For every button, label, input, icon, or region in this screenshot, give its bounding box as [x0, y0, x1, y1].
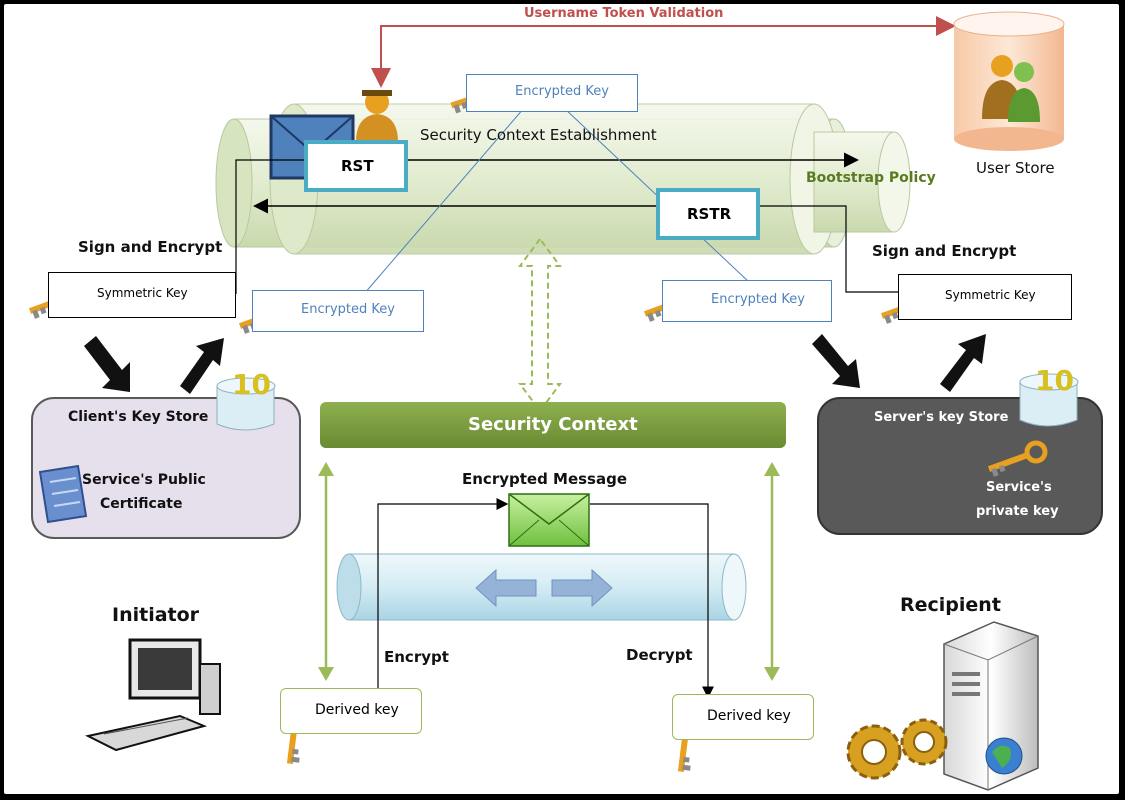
diagram-canvas: 10 10: [4, 4, 1119, 794]
client-key-store-label: Client's Key Store: [68, 409, 209, 425]
server-keyring-jar-icon: 10: [1019, 364, 1079, 427]
sign-encrypt-right-label: Sign and Encrypt: [872, 242, 1017, 260]
message-channel-tube: [336, 553, 747, 621]
derived-key-right-label: Derived key: [707, 708, 791, 724]
left-green-double-arrow: [318, 462, 334, 681]
enc-key-link-left: [363, 107, 525, 295]
rst-box: RST: [304, 140, 408, 192]
client-keyring-jar-icon: 10: [216, 368, 276, 431]
certificate-icon: [38, 464, 88, 524]
derived-key-left-label: Derived key: [315, 702, 399, 718]
username-token-validation-label: Username Token Validation: [524, 6, 724, 21]
right-down-arrow: [812, 334, 860, 388]
service-private-key-line2: private key: [976, 504, 1059, 519]
gear-icon: [846, 718, 948, 780]
rstr-box: RSTR: [656, 188, 760, 240]
encrypt-label: Encrypt: [384, 648, 449, 666]
client-key-store-box: [31, 397, 301, 539]
service-public-certificate-line2: Certificate: [100, 496, 183, 512]
derived-key-box-right: Derived key: [672, 694, 814, 740]
svg-text:10: 10: [1035, 364, 1074, 397]
encrypted-key-box-top: Encrypted Key: [466, 74, 638, 112]
recipient-server-icon: [943, 621, 1039, 791]
left-up-arrow: [180, 338, 224, 394]
server-key-store-label: Server's key Store: [874, 410, 1009, 425]
encrypted-key-label: Encrypted Key: [515, 84, 609, 99]
service-private-key-line1: Service's: [986, 480, 1052, 495]
security-context-bar: [320, 402, 786, 448]
symmetric-key-box-right: Symmetric Key: [898, 274, 1072, 320]
initiator-computer-icon: [85, 638, 221, 752]
left-down-arrow: [84, 336, 130, 392]
encrypted-key-left-label: Encrypted Key: [301, 302, 395, 317]
sign-encrypt-left-label: Sign and Encrypt: [78, 238, 223, 256]
user-store-label: User Store: [976, 159, 1055, 177]
security-context-label: Security Context: [468, 414, 638, 435]
encrypted-message-envelope-icon: [508, 493, 590, 547]
left-sym-connector: [235, 159, 304, 294]
diagram-graphics: 10 10: [4, 11, 1103, 791]
right-up-arrow: [940, 334, 986, 392]
symmetric-key-box-left: Symmetric Key: [48, 272, 236, 318]
right-sym-connector: [756, 205, 899, 293]
right-green-double-arrow: [764, 462, 780, 681]
decrypt-line: [590, 503, 714, 699]
initiator-label: Initiator: [112, 604, 200, 626]
encrypted-message-label: Encrypted Message: [462, 470, 628, 488]
recipient-label: Recipient: [900, 594, 1001, 616]
decrypt-label: Decrypt: [626, 646, 693, 664]
encrypted-key-right-label: Encrypted Key: [711, 292, 805, 307]
context-dashed-arrow: [518, 237, 562, 413]
svg-text:10: 10: [232, 368, 271, 401]
symmetric-key-right-label: Symmetric Key: [945, 288, 1036, 302]
derived-key-box-left: Derived key: [280, 688, 422, 734]
bootstrap-policy-label: Bootstrap Policy: [806, 170, 936, 186]
symmetric-key-left-label: Symmetric Key: [97, 286, 188, 300]
service-public-certificate-line1: Service's Public: [82, 472, 206, 488]
rst-label: RST: [341, 157, 374, 175]
rstr-label: RSTR: [687, 205, 732, 223]
encrypted-key-box-left: Encrypted Key: [252, 290, 424, 332]
encrypted-key-box-right: Encrypted Key: [662, 280, 832, 322]
server-key-store-box: [817, 397, 1103, 535]
encrypt-line: [377, 498, 509, 694]
user-person-icon: [356, 90, 398, 142]
user-store-cylinder: [953, 11, 1065, 151]
security-context-establishment-label: Security Context Establishment: [420, 126, 657, 144]
